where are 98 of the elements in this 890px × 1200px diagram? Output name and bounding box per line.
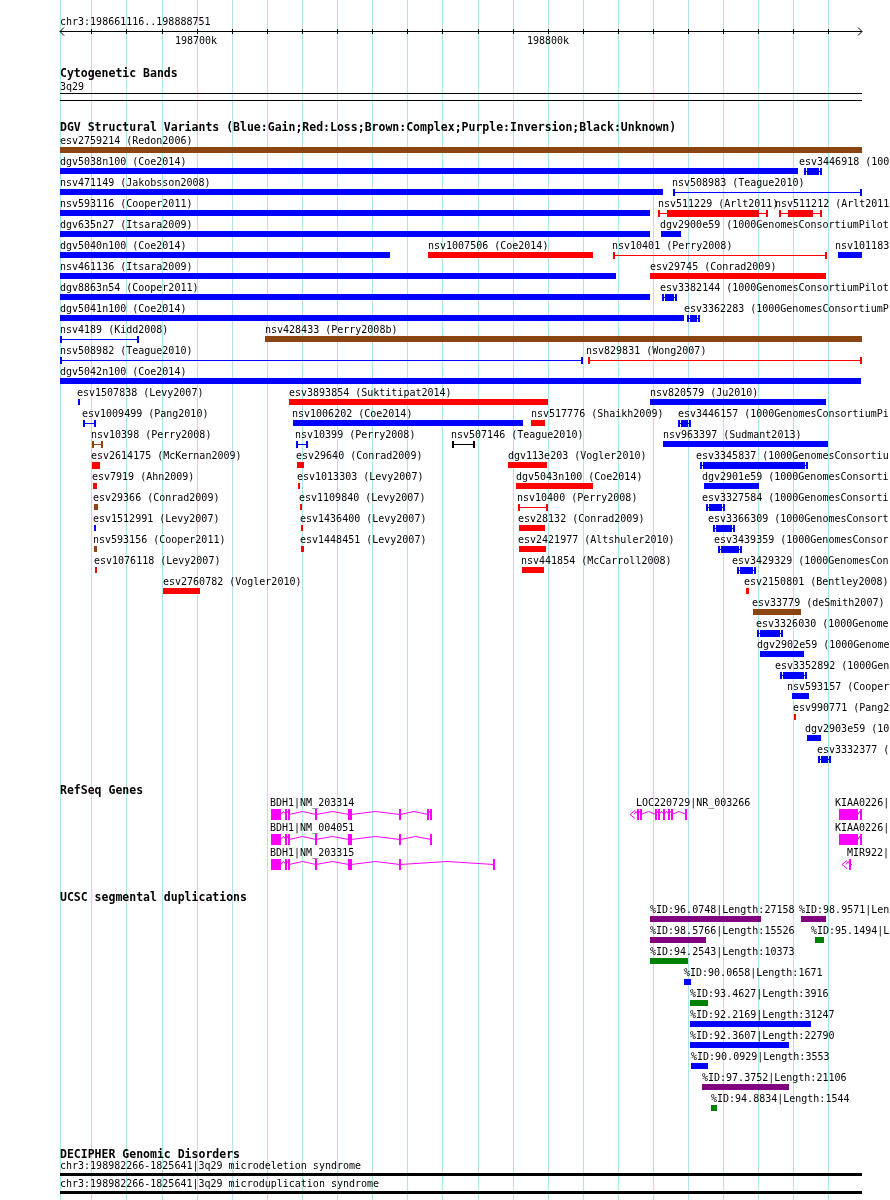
variant-label: nsv10399 (Perry2008) [295,429,416,440]
variant-label: nsv428433 (Perry2008b) [265,324,398,335]
variant-label: nsv508983 (Teague2010) [672,177,805,188]
variant-label: nsv593116 (Cooper2011) [60,198,193,209]
gene-label: LOC220729|NR_003266 [636,797,751,808]
track-title: DECIPHER Genomic Disorders [60,1148,240,1161]
variant-label: dgv2902e59 (1000Genome [757,639,890,650]
variant-label: esv2760782 (Vogler2010) [163,576,302,587]
variant-label: dgv5043n100 (Coe2014) [516,471,643,482]
ruler-label: 198700k [175,35,218,46]
variant-label: dgv5041n100 (Coe2014) [60,303,187,314]
duplication-label: %ID:90.0929|Length:3553 [691,1051,830,1062]
duplication-label: %ID:95.1494|L [811,925,890,936]
gene-label: KIAA0226| [835,822,890,833]
variant-label: nsv10401 (Perry2008) [612,240,733,251]
band-label: 3q29 [60,81,85,92]
variant-label: nsv10398 (Perry2008) [91,429,212,440]
variant-label: nsv517776 (Shaikh2009) [531,408,664,419]
ruler-label: 198800k [527,35,570,46]
variant-label: esv3446918 (100 [799,156,890,167]
variant-label: dgv5040n100 (Coe2014) [60,240,187,251]
variant-label: esv2421977 (Altshuler2010) [518,534,675,545]
duplication-label: %ID:96.0748|Length:27158 [650,904,795,915]
variant-label: esv3382144 (1000GenomesConsortiumPilot [660,282,889,293]
duplication-label: %ID:94.8834|Length:1544 [711,1093,850,1104]
duplication-label: %ID:94.2543|Length:10373 [650,946,795,957]
variant-label: esv3326030 (1000Genome [756,618,889,629]
duplication-label: %ID:98.9571|Len [799,904,890,915]
track-title: Cytogenetic Bands [60,67,178,80]
duplication-label: %ID:98.5766|Length:15526 [650,925,795,936]
variant-label: esv29640 (Conrad2009) [296,450,423,461]
variant-label: esv1507838 (Levy2007) [77,387,204,398]
variant-label: nsv4189 (Kidd2008) [60,324,169,335]
variant-label: esv1448451 (Levy2007) [300,534,427,545]
duplication-label: %ID:90.0658|Length:1671 [684,967,823,978]
variant-label: nsv10400 (Perry2008) [517,492,638,503]
variant-label: esv3446157 (1000GenomesConsortiumPi [678,408,889,419]
variant-label: esv33779 (deSmith2007) [752,597,885,608]
variant-label: esv2759214 (Redon2006) [60,135,193,146]
variant-label: nsv1006202 (Coe2014) [292,408,413,419]
variant-label: esv3429329 (1000GenomesCon [732,555,889,566]
variant-label: esv3893854 (Suktitipat2014) [289,387,452,398]
duplication-label: %ID:92.3607|Length:22790 [690,1030,835,1041]
variant-label: nsv441854 (McCarroll2008) [521,555,672,566]
variant-label: esv7919 (Ahn2009) [92,471,195,482]
variant-label: nsv461136 (Itsara2009) [60,261,193,272]
duplication-label: %ID:92.2169|Length:31247 [690,1009,835,1020]
variant-label: nsv507146 (Teague2010) [451,429,584,440]
variant-label: esv3332377 ( [817,744,890,755]
variant-label: dgv2900e59 (1000GenomesConsortiumPilot [660,219,889,230]
variant-label: nsv820579 (Ju2010) [650,387,759,398]
variant-label: nsv829831 (Wong2007) [586,345,707,356]
variant-label: esv1013303 (Levy2007) [297,471,424,482]
variant-label: esv3352892 (1000Gen [775,660,890,671]
gene-label: KIAA0226| [835,797,890,808]
variant-label: nsv101183 [835,240,890,251]
variant-label: dgv8863n54 (Cooper2011) [60,282,199,293]
variant-label: esv3366309 (1000GenomesConsort [708,513,889,524]
variant-label: dgv113e203 (Vogler2010) [508,450,647,461]
variant-label: esv1009499 (Pang2010) [82,408,209,419]
variant-label: dgv2903e59 (10 [805,723,890,734]
variant-label: dgv5038n100 (Coe2014) [60,156,187,167]
variant-label: esv1109840 (Levy2007) [299,492,426,503]
variant-label: esv3327584 (1000GenomesConsorti [702,492,889,503]
variant-label: esv29366 (Conrad2009) [93,492,220,503]
variant-label: esv3345837 (1000GenomesConsortiu [696,450,889,461]
ruler-label: chr3:198661116..198888751 [60,16,211,27]
gene-label: MIR922| [847,847,890,858]
variant-label: dgv2901e59 (1000GenomesConsorti [702,471,889,482]
variant-label: esv990771 (Pang2 [793,702,890,713]
disorder-label: chr3:198982266-1825641|3q29 microdeletion syndrome [60,1160,362,1171]
disorder-label: chr3:198982266-1825641|3q29 microduplication syndrome [60,1178,380,1189]
variant-label: esv29745 (Conrad2009) [650,261,777,272]
variant-label: nsv593157 (Cooper [787,681,890,692]
variant-label: esv2614175 (McKernan2009) [91,450,242,461]
variant-label: dgv635n27 (Itsara2009) [60,219,193,230]
variant-label: nsv471149 (Jakobsson2008) [60,177,211,188]
gene-label: BDH1|NM_203314 [270,797,355,808]
track-title: DGV Structural Variants (Blue:Gain;Red:Loss;Brown:Complex;Purple:Inversion;Black:Unknown) [60,121,677,134]
track-title: UCSC segmental duplications [60,891,247,904]
variant-label: esv1512991 (Levy2007) [93,513,220,524]
duplication-label: %ID:97.3752|Length:21106 [702,1072,847,1083]
variant-label: nsv963397 (Sudmant2013) [663,429,802,440]
duplication-label: %ID:93.4627|Length:3916 [690,988,829,999]
variant-label: esv28132 (Conrad2009) [518,513,645,524]
variant-label: nsv1007506 (Coe2014) [428,240,549,251]
gene-label: BDH1|NM_004051 [270,822,355,833]
variant-label: nsv508982 (Teague2010) [60,345,193,356]
variant-label: esv2150801 (Bentley2008) [744,576,889,587]
variant-label: esv3362283 (1000GenomesConsortiumP [684,303,889,314]
track-title: RefSeq Genes [60,784,144,797]
variant-label: esv1076118 (Levy2007) [94,555,221,566]
variant-label: esv3439359 (1000GenomesConsor [714,534,889,545]
variant-label: esv1436400 (Levy2007) [300,513,427,524]
variant-label: dgv5042n100 (Coe2014) [60,366,187,377]
variant-label: nsv593156 (Cooper2011) [93,534,226,545]
gene-label: BDH1|NM_203315 [270,847,355,858]
variant-label: nsv511212 (Arlt2011 [775,198,890,209]
